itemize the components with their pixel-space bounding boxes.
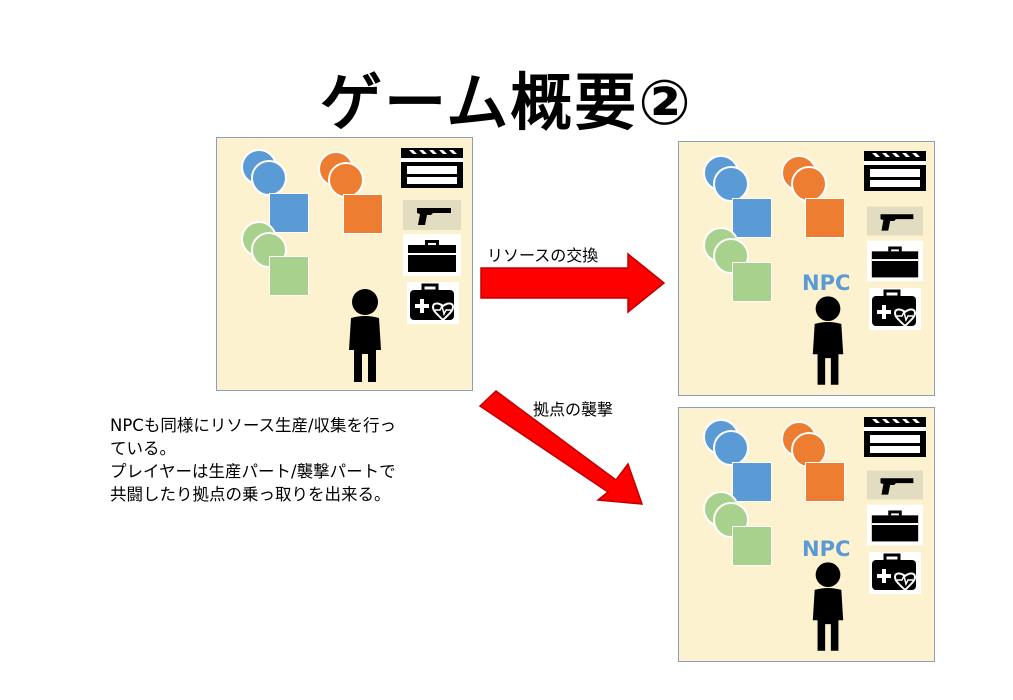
blue-resource-circle <box>713 430 749 466</box>
green-resource-square <box>732 262 772 302</box>
blue-resource-circle <box>251 160 287 196</box>
blue-resource-square <box>732 198 772 238</box>
description-line: NPCも同様にリソース生産/収集を行っ <box>110 416 397 435</box>
clapperboard-icon <box>401 148 463 188</box>
blue-resource-square <box>732 462 772 502</box>
person-icon <box>812 296 844 385</box>
npc-base-panel-bottom: NPC <box>678 407 935 662</box>
toolbox-icon <box>403 234 461 276</box>
description-line: ている。 <box>110 439 176 458</box>
npc-label: NPC <box>802 537 851 561</box>
orange-resource-square <box>805 198 845 238</box>
person-icon <box>349 289 381 382</box>
description-text: NPCも同様にリソース生産/収集を行っ ている。 プレイヤーは生産パート/襲撃パ… <box>110 414 470 506</box>
pistol-icon <box>867 206 923 236</box>
clapperboard-icon <box>864 417 926 457</box>
medical-kit-icon <box>869 288 921 330</box>
raid-arrow-label: 拠点の襲撃 <box>533 400 614 419</box>
description-line: プレイヤーは生産パート/襲撃パートで <box>110 462 396 481</box>
pistol-icon <box>867 470 923 500</box>
medical-kit-icon <box>869 552 921 594</box>
npc-base-panel-top: NPC <box>678 141 935 396</box>
description-line: 共闘したり拠点の乗っ取りを出来る。 <box>110 485 391 504</box>
toolbox-icon <box>867 240 923 282</box>
exchange-arrow <box>480 252 666 314</box>
green-resource-square <box>732 526 772 566</box>
clapperboard-icon <box>864 151 926 191</box>
exchange-arrow-label: リソースの交換 <box>487 246 599 265</box>
orange-resource-circle <box>328 162 364 198</box>
pistol-icon <box>403 200 461 230</box>
player-base-panel <box>216 137 473 391</box>
blue-resource-square <box>269 193 309 233</box>
orange-resource-circle <box>791 166 827 202</box>
orange-resource-square <box>805 462 845 502</box>
raid-arrow <box>478 390 644 505</box>
orange-resource-square <box>343 194 383 234</box>
green-resource-square <box>269 256 309 296</box>
medical-kit-icon <box>407 282 459 324</box>
toolbox-icon <box>867 504 923 546</box>
blue-resource-circle <box>713 166 749 202</box>
page-title: ゲーム概要② <box>320 66 693 139</box>
person-icon <box>812 562 844 651</box>
npc-label: NPC <box>802 271 851 295</box>
